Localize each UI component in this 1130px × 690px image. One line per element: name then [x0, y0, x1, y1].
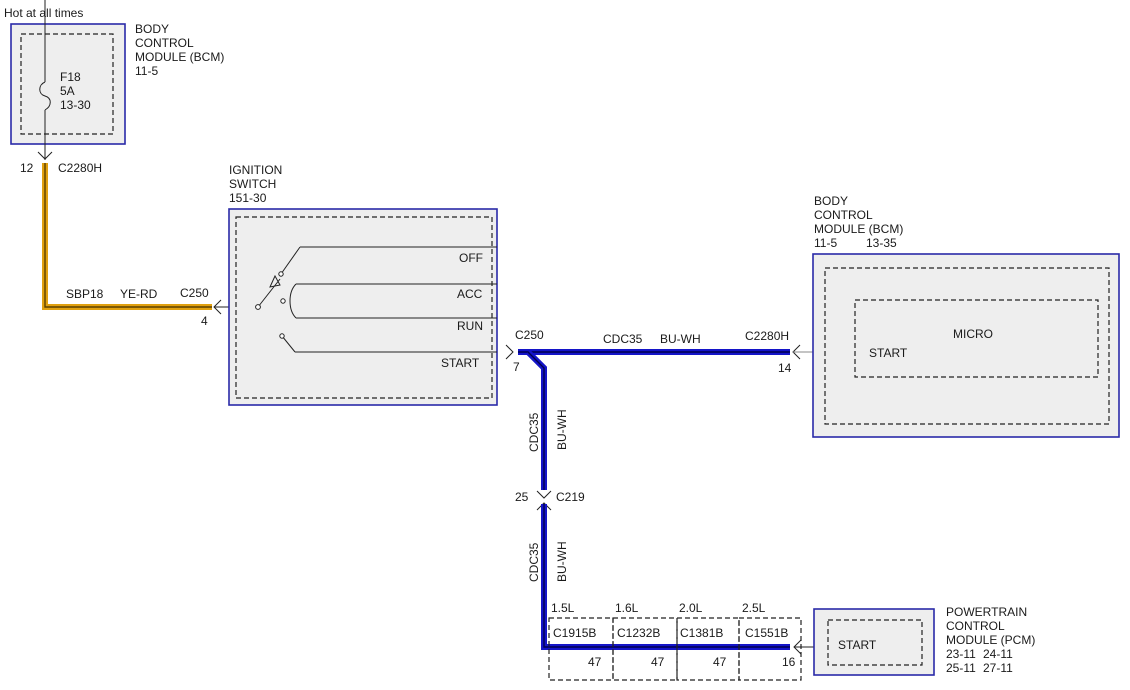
wire-sbp18-center [44, 163, 212, 308]
svg-text:13-35: 13-35 [866, 236, 897, 250]
fuse-label: F18 5A 13-30 [60, 70, 91, 112]
svg-text:MODULE (BCM): MODULE (BCM) [814, 222, 903, 236]
engine-4-pin: 16 [782, 655, 796, 669]
bcm-right-label: BODY CONTROL MODULE (BCM) 11-5 13-35 [814, 194, 903, 250]
engine-3-pin: 47 [713, 655, 727, 669]
ignition-switch-inner-dash [235, 216, 493, 399]
hot-at-all-times-label: Hot at all times [4, 6, 83, 20]
svg-text:MODULE (PCM): MODULE (PCM) [946, 633, 1035, 647]
svg-text:11-5: 11-5 [814, 236, 837, 250]
svg-text:24-11: 24-11 [983, 647, 1013, 661]
c250-right-name: C250 [515, 328, 544, 342]
c219-pin: 25 [515, 490, 529, 504]
wire-sbp18-label: SBP18 [66, 287, 104, 301]
svg-text:23-11: 23-11 [946, 647, 976, 661]
svg-text:CONTROL: CONTROL [946, 619, 1005, 633]
svg-text:CONTROL: CONTROL [135, 36, 194, 50]
pcm-start-label: START [838, 638, 877, 652]
svg-text:5A: 5A [60, 84, 75, 98]
pcm-inner-dash [827, 619, 923, 666]
svg-text:MODULE (BCM): MODULE (BCM) [135, 50, 224, 64]
pcm-box [813, 608, 935, 676]
engine-4-size: 2.5L [742, 601, 766, 615]
svg-text:BODY: BODY [135, 22, 169, 36]
bcm-top-label: BODY CONTROL MODULE (BCM) 11-5 [135, 22, 224, 78]
switch-pos-start: START [441, 356, 480, 370]
c219-connector-symbol-top [536, 490, 552, 499]
ignition-switch-label: IGNITION SWITCH 151-30 [229, 163, 282, 205]
c2280h-top-name: C2280H [58, 161, 102, 175]
svg-text:BU-WH: BU-WH [555, 541, 569, 582]
c2280h-top-pin: 12 [20, 161, 34, 175]
c219-connector-symbol-bottom [536, 502, 552, 511]
svg-text:IGNITION: IGNITION [229, 163, 282, 177]
svg-text:F18: F18 [60, 70, 81, 84]
switch-pos-acc: ACC [457, 287, 483, 301]
svg-text:BU-WH: BU-WH [555, 409, 569, 450]
svg-text:CDC35: CDC35 [527, 542, 541, 582]
wire-cdc35-down-center [527, 351, 545, 490]
engine-1-size: 1.5L [551, 601, 575, 615]
c250-right-connector-symbol [505, 344, 514, 360]
svg-text:13-30: 13-30 [60, 98, 91, 112]
svg-text:11-5: 11-5 [135, 64, 158, 78]
engine-2-conn: C1232B [617, 626, 660, 640]
engine-2-size: 1.6L [615, 601, 639, 615]
svg-text:BODY: BODY [814, 194, 848, 208]
wire-cdc35-v1-label: CDC35 BU-WH [527, 409, 569, 452]
ignition-switch-box [228, 208, 498, 406]
switch-pos-run: RUN [457, 319, 483, 333]
pcm-label: POWERTRAIN CONTROL MODULE (PCM) 23-11 24… [946, 605, 1035, 675]
bcm-right-box [812, 253, 1120, 438]
c2280h-right-pin: 14 [778, 361, 792, 375]
c219-name: C219 [556, 490, 585, 504]
bcm-top-box [10, 23, 126, 145]
engine-3-size: 2.0L [679, 601, 703, 615]
c2280h-right-name: C2280H [745, 329, 789, 343]
engine-3-conn: C1381B [680, 626, 723, 640]
svg-text:151-30: 151-30 [229, 191, 267, 205]
wire-cdc35-h-color: BU-WH [660, 332, 701, 346]
engine-1-pin: 47 [588, 655, 602, 669]
svg-text:SWITCH: SWITCH [229, 177, 276, 191]
wire-cdc35-v2-label: CDC35 BU-WH [527, 541, 569, 582]
svg-text:CDC35: CDC35 [527, 412, 541, 452]
ignition-switch-contacts [255, 246, 497, 353]
svg-text:25-11: 25-11 [946, 661, 976, 675]
bcm-right-inner-dash [824, 267, 1110, 425]
engine-2-pin: 47 [651, 655, 665, 669]
svg-text:POWERTRAIN: POWERTRAIN [946, 605, 1027, 619]
wire-cdc35-lower-center [543, 504, 790, 648]
c250-left-pin: 4 [201, 314, 208, 328]
engine-connectors [548, 617, 802, 681]
c250-right-pin: 7 [513, 360, 520, 374]
svg-text:27-11: 27-11 [983, 661, 1013, 675]
engine-4-conn: C1551B [745, 626, 788, 640]
wire-sbp18-color: YE-RD [120, 287, 158, 301]
c250-left-name: C250 [180, 286, 209, 300]
engine-1-conn: C1915B [553, 626, 596, 640]
micro-label: MICRO [953, 327, 993, 341]
bcm-start-label: START [869, 346, 908, 360]
wire-cdc35-h-label: CDC35 [603, 332, 643, 346]
svg-text:CONTROL: CONTROL [814, 208, 873, 222]
fuse-symbol [39, 81, 51, 111]
switch-pos-off: OFF [459, 251, 483, 265]
c2280h-top-connector-symbol [37, 151, 53, 160]
micro-box [854, 299, 1099, 378]
